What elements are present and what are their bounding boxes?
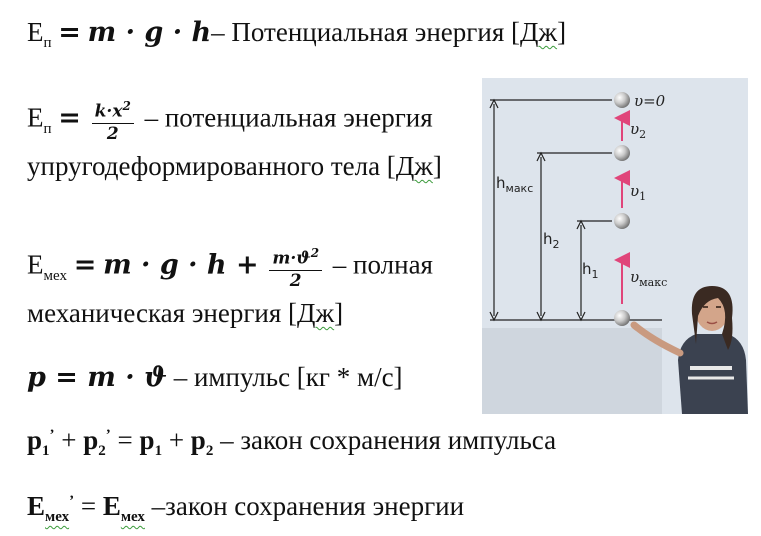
subscript-1: 1 — [42, 443, 50, 459]
unit-joule: Дж — [519, 17, 558, 47]
subscript-mech: мех — [45, 509, 70, 525]
plus-sign: + — [162, 425, 191, 455]
law-conservation-momentum: p1’ + p2’ = p1 + p2 – закон сохранения и… — [27, 424, 556, 461]
equals-sign: = — [73, 249, 97, 281]
bracket-close: ] — [432, 151, 442, 181]
description: – импульс [кг * м/с] — [166, 362, 403, 392]
description-line1: – потенциальная энергия — [137, 102, 433, 133]
vertical-throw-illustration: hмакс h2 h1 υ=0 υ2 υ1 υмакс — [482, 78, 748, 414]
label-v2: υ2 — [630, 120, 646, 141]
unit-joule: Дж — [395, 151, 433, 181]
numerator: m·ϑ — [272, 248, 311, 269]
formula-potential-energy: Eп = m · g · h– Потенциальная энергия [Д… — [27, 16, 566, 53]
prime-mark: ’ — [69, 493, 75, 509]
ball-v2 — [614, 145, 630, 161]
p-symbol: p — [27, 425, 43, 455]
unit-joule: Дж — [297, 298, 335, 328]
formula-rhs: m · g · h — [87, 17, 212, 48]
denominator: 2 — [106, 123, 119, 144]
ball-v1 — [614, 213, 630, 229]
label-h2: h2 — [543, 230, 560, 251]
label-v1: υ1 — [630, 182, 646, 203]
p-symbol: p — [139, 425, 155, 455]
formula-mechanical-energy-line2: механическая энергия [Дж] — [27, 297, 343, 329]
description: –закон сохранения энергии — [144, 491, 465, 521]
subscript-mech: мех — [43, 267, 67, 284]
description-line1: – полная — [326, 249, 433, 280]
formula-rhs: m · g · h + — [103, 249, 259, 281]
description: – закон сохранения импульса — [213, 425, 557, 455]
symbol-E: E — [27, 17, 44, 47]
momentum-expression: p = m · ϑ — [27, 362, 167, 393]
E-symbol: E — [102, 491, 121, 521]
prime-mark: ’ — [49, 427, 55, 443]
description-line2: упругодеформированного тела [ — [27, 151, 396, 181]
prime-mark: ’ — [105, 427, 111, 443]
fraction: k·x2 2 — [91, 97, 134, 144]
subscript-mech: мех — [120, 509, 145, 525]
numerator: k·x — [94, 101, 123, 122]
description: – Потенциальная энергия [ — [211, 17, 520, 47]
p-symbol: p — [190, 425, 206, 455]
subscript-2: 2 — [98, 443, 106, 459]
equals-sign: = — [74, 491, 103, 521]
E-symbol: E — [27, 491, 46, 521]
description-line2: механическая энергия [ — [27, 298, 298, 328]
subscript-2: 2 — [205, 443, 214, 459]
numerator-exponent: 2 — [310, 246, 320, 260]
ball-ground — [614, 310, 630, 326]
equals-sign: = — [110, 425, 140, 455]
equals-sign: = — [58, 17, 81, 48]
symbol-E: E — [27, 102, 44, 133]
ball-top — [614, 92, 630, 108]
label-vmax: υмакс — [630, 268, 667, 289]
denominator: 2 — [289, 270, 302, 291]
p-symbol: p — [83, 425, 99, 455]
formula-elastic-energy: Eп = k·x2 2 – потенциальная энергия — [27, 97, 433, 144]
law-conservation-energy: Eмех’ = Eмех –закон сохранения энергии — [27, 490, 464, 527]
symbol-E: E — [27, 249, 44, 280]
formula-momentum: p = m · ϑ – импульс [кг * м/с] — [27, 361, 403, 394]
label-hmax: hмакс — [496, 174, 533, 195]
bracket-close: ] — [334, 298, 344, 328]
girl-figure — [630, 286, 748, 414]
subscript-p: п — [43, 35, 52, 51]
subscript-1: 1 — [154, 443, 163, 459]
label-h1: h1 — [582, 260, 599, 281]
numerator-exponent: 2 — [122, 99, 131, 113]
plus-sign: + — [54, 425, 84, 455]
formula-elastic-energy-line2: упругодеформированного тела [Дж] — [27, 150, 442, 182]
bracket-close: ] — [557, 17, 567, 47]
equals-sign: = — [58, 102, 81, 134]
label-v0: υ=0 — [634, 92, 666, 110]
fraction: m·ϑ2 2 — [269, 244, 323, 291]
subscript-p: п — [43, 120, 52, 137]
formula-mechanical-energy: Eмех = m · g · h + m·ϑ2 2 – полная — [27, 244, 433, 291]
